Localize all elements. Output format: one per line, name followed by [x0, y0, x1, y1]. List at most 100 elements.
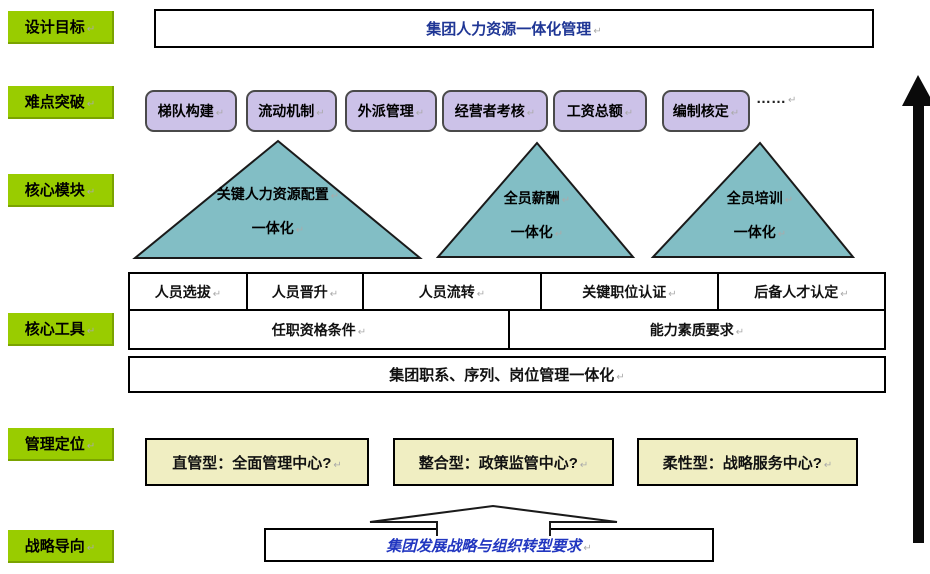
ascending-arrow-head — [902, 75, 930, 106]
strategy-up-arrow-shape — [369, 504, 618, 536]
positioning-box-integrated: 整合型：政策监管中心?↵ — [393, 438, 614, 486]
difficulty-chip-mobility: 流动机制↵ — [246, 90, 337, 132]
triangle-key-hr-allocation — [132, 139, 423, 259]
row-label-text: 核心模块↵ — [24, 182, 96, 199]
goal-text: 集团人力资源一体化管理↵ — [426, 21, 602, 38]
row-label-text: 核心工具↵ — [24, 321, 96, 338]
triangle-line2: 一体化↵ — [510, 224, 564, 240]
tools-table-row1: 人员选拔↵ 人员晋升↵ 人员流转↵ 关键职位认证↵ 后备人才认定↵ — [128, 272, 886, 311]
triangle-text-key-hr-allocation: 关键人力资源配置↵ 一体化↵ — [158, 185, 398, 240]
row-label-text: 设计目标↵ — [24, 19, 96, 36]
strategy-box: 集团发展战略与组织转型要求↵ — [264, 528, 714, 562]
tool-cell-promotion: 人员晋升↵ — [248, 274, 364, 309]
chip-text: 流动机制↵ — [258, 103, 325, 119]
return-mark: ↵ — [735, 326, 745, 338]
row-label-management-positioning: 管理定位↵ — [8, 428, 114, 461]
return-mark: ↵ — [624, 108, 634, 119]
return-mark: ↵ — [86, 326, 96, 337]
row-label-design-goal: 设计目标↵ — [8, 11, 114, 44]
return-mark: ↵ — [777, 229, 787, 240]
return-mark: ↵ — [415, 108, 425, 119]
row-label-text: 管理定位↵ — [24, 436, 96, 453]
difficulty-chip-total-payroll: 工资总额↵ — [553, 90, 647, 132]
return-mark: ↵ — [730, 108, 740, 119]
tool-cell-qualification: 任职资格条件↵ — [130, 311, 510, 348]
triangle-line1: 全员培训↵ — [726, 190, 794, 206]
chip-text: 编制核定↵ — [672, 103, 740, 119]
difficulty-chip-expatriate: 外派管理↵ — [345, 90, 437, 132]
tool-cell-text: 人员流转↵ — [418, 283, 486, 300]
positioning-box-direct: 直管型：全面管理中心?↵ — [145, 438, 369, 486]
chip-text: 工资总额↵ — [566, 103, 634, 119]
return-mark: ↵ — [86, 543, 96, 554]
tools-table-row2: 任职资格条件↵ 能力素质要求↵ — [128, 309, 886, 350]
chip-text: 梯队构建↵ — [157, 103, 225, 119]
row-label-text: 战略导向↵ — [24, 538, 96, 555]
difficulty-chip-echelon: 梯队构建↵ — [145, 90, 237, 132]
tool-cell-text: 人员晋升↵ — [271, 283, 339, 300]
tool-cell-reserve-talent: 后备人才认定↵ — [719, 274, 884, 309]
return-mark: ↵ — [329, 288, 339, 300]
triangle-text-all-staff-compensation: 全员薪酬↵ 一体化↵ — [447, 189, 627, 244]
return-mark: ↵ — [357, 326, 367, 338]
row-label-core-tools: 核心工具↵ — [8, 313, 114, 346]
positioning-text: 柔性型：战略服务中心?↵ — [662, 454, 833, 472]
return-mark: ↵ — [215, 108, 225, 119]
return-mark: ↵ — [561, 195, 571, 206]
strategy-up-arrow — [369, 504, 618, 536]
strategy-text: 集团发展战略与组织转型要求↵ — [386, 537, 592, 555]
tool-cell-text: 关键职位认证↵ — [582, 283, 677, 300]
goal-box: 集团人力资源一体化管理↵ — [154, 9, 874, 48]
tool-cell-competency: 能力素质要求↵ — [510, 311, 884, 348]
ascending-arrow — [902, 75, 930, 543]
tool-cell-text: 任职资格条件↵ — [271, 321, 367, 338]
return-mark: ↵ — [823, 459, 833, 471]
core-module-triangles — [132, 139, 856, 259]
return-mark: ↵ — [316, 108, 325, 119]
chip-text: 经营者考核↵ — [454, 103, 536, 119]
chip-text: 外派管理↵ — [357, 103, 425, 119]
triangle-line2: 一体化↵ — [733, 224, 787, 240]
difficulty-chip-manager-assessment: 经营者考核↵ — [442, 90, 548, 132]
return-mark: ↵ — [86, 441, 96, 452]
return-mark: ↵ — [784, 195, 794, 206]
row-label-core-modules: 核心模块↵ — [8, 174, 114, 207]
return-mark: ↵ — [295, 225, 305, 236]
return-mark: ↵ — [583, 542, 592, 554]
return-mark: ↵ — [526, 108, 536, 119]
tool-cell-text: 后备人才认定↵ — [754, 283, 849, 300]
positioning-text: 整合型：政策监管中心?↵ — [418, 454, 589, 472]
return-mark: ↵ — [579, 459, 589, 471]
tool-cell-selection: 人员选拔↵ — [130, 274, 248, 309]
row-label-difficulty-breakthrough: 难点突破↵ — [8, 86, 114, 119]
return-mark: ↵ — [840, 288, 849, 300]
triangle-all-staff-training — [650, 141, 856, 258]
return-mark: ↵ — [668, 288, 677, 300]
triangle-line2: 一体化↵ — [251, 220, 305, 236]
return-mark: ↵ — [330, 191, 340, 202]
row-label-strategy-orientation: 战略导向↵ — [8, 530, 114, 563]
return-mark: ↵ — [333, 459, 342, 471]
tool-cell-key-position-certification: 关键职位认证↵ — [542, 274, 719, 309]
triangle-all-staff-compensation — [435, 141, 636, 258]
positioning-box-flexible: 柔性型：战略服务中心?↵ — [637, 438, 858, 486]
difficulty-chip-headcount: 编制核定↵ — [662, 90, 750, 132]
return-mark: ↵ — [616, 372, 625, 383]
positioning-text: 直管型：全面管理中心?↵ — [172, 454, 342, 472]
tool-cell-text: 能力素质要求↵ — [649, 321, 745, 338]
tool-cell-rotation: 人员流转↵ — [364, 274, 542, 309]
difficulty-ellipsis: ……↵ — [756, 90, 796, 116]
return-mark: ↵ — [86, 24, 96, 35]
triangle-text-all-staff-training: 全员培训↵ 一体化↵ — [670, 189, 850, 244]
ascending-arrow-stem — [913, 105, 924, 543]
return-mark: ↵ — [86, 187, 96, 198]
return-mark: ↵ — [212, 288, 222, 300]
return-mark: ↵ — [554, 229, 564, 240]
return-mark: ↵ — [476, 288, 486, 300]
tools-table-row3: 集团职系、序列、岗位管理一体化↵ — [128, 356, 886, 393]
return-mark: ↵ — [593, 26, 602, 37]
tool-cell-text: 人员选拔↵ — [154, 283, 222, 300]
return-mark: ↵ — [86, 99, 96, 110]
triangle-line1: 全员薪酬↵ — [503, 190, 571, 206]
